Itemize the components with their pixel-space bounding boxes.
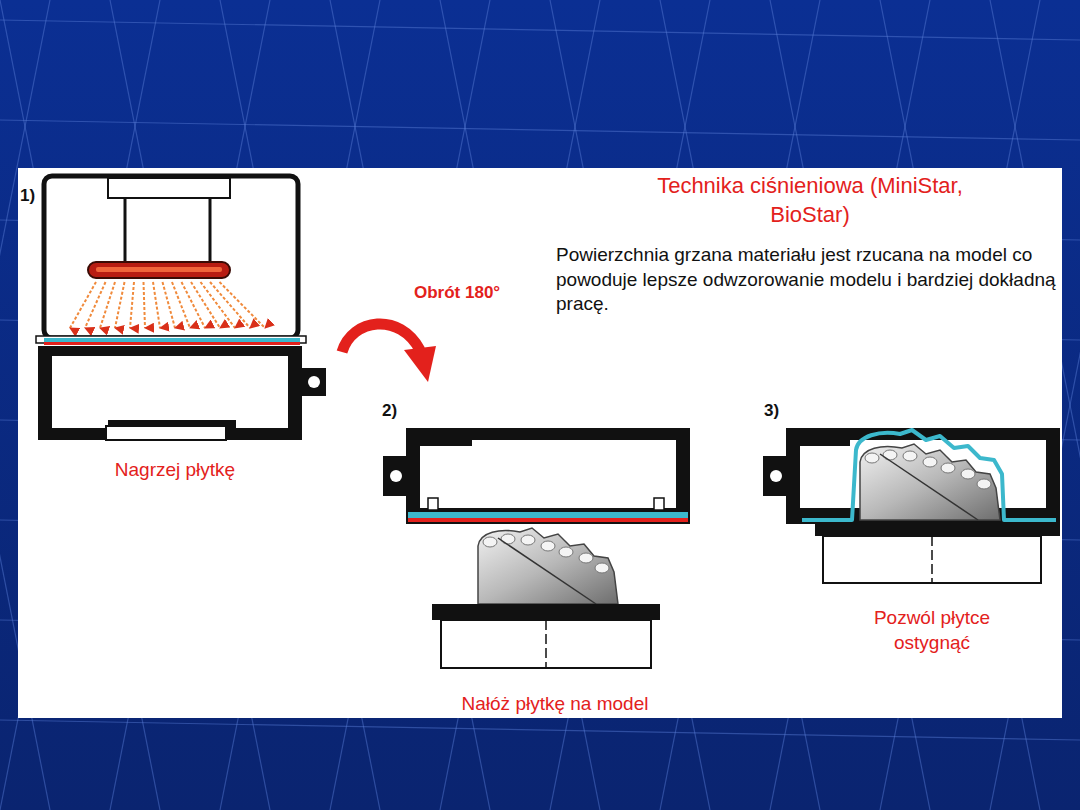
pressure-chamber [383,428,690,524]
step-number: 1) [20,185,50,207]
model-table [815,524,1060,583]
step-number: 3) [764,400,794,422]
title: Technika ciśnieniowa (MiniStar, BioStar) [640,172,980,229]
rotation-arrow [342,324,436,382]
heater-unit [36,176,326,440]
pressure-chamber [763,428,1060,524]
dental-model [478,528,618,604]
step-number: 2) [382,400,412,422]
step-caption: Pozwól płytce ostygnąć [852,606,1012,655]
step-caption: Nagrzej płytkę [60,458,290,483]
step-caption: Nałóż płytkę na model [420,692,690,717]
panel [18,168,1062,718]
description: Powierzchnia grzana materiału jest rzuca… [556,243,1061,317]
rotation-label: Obrót 180° [414,282,544,304]
model-table [432,604,660,668]
formed-plate [802,430,1056,520]
